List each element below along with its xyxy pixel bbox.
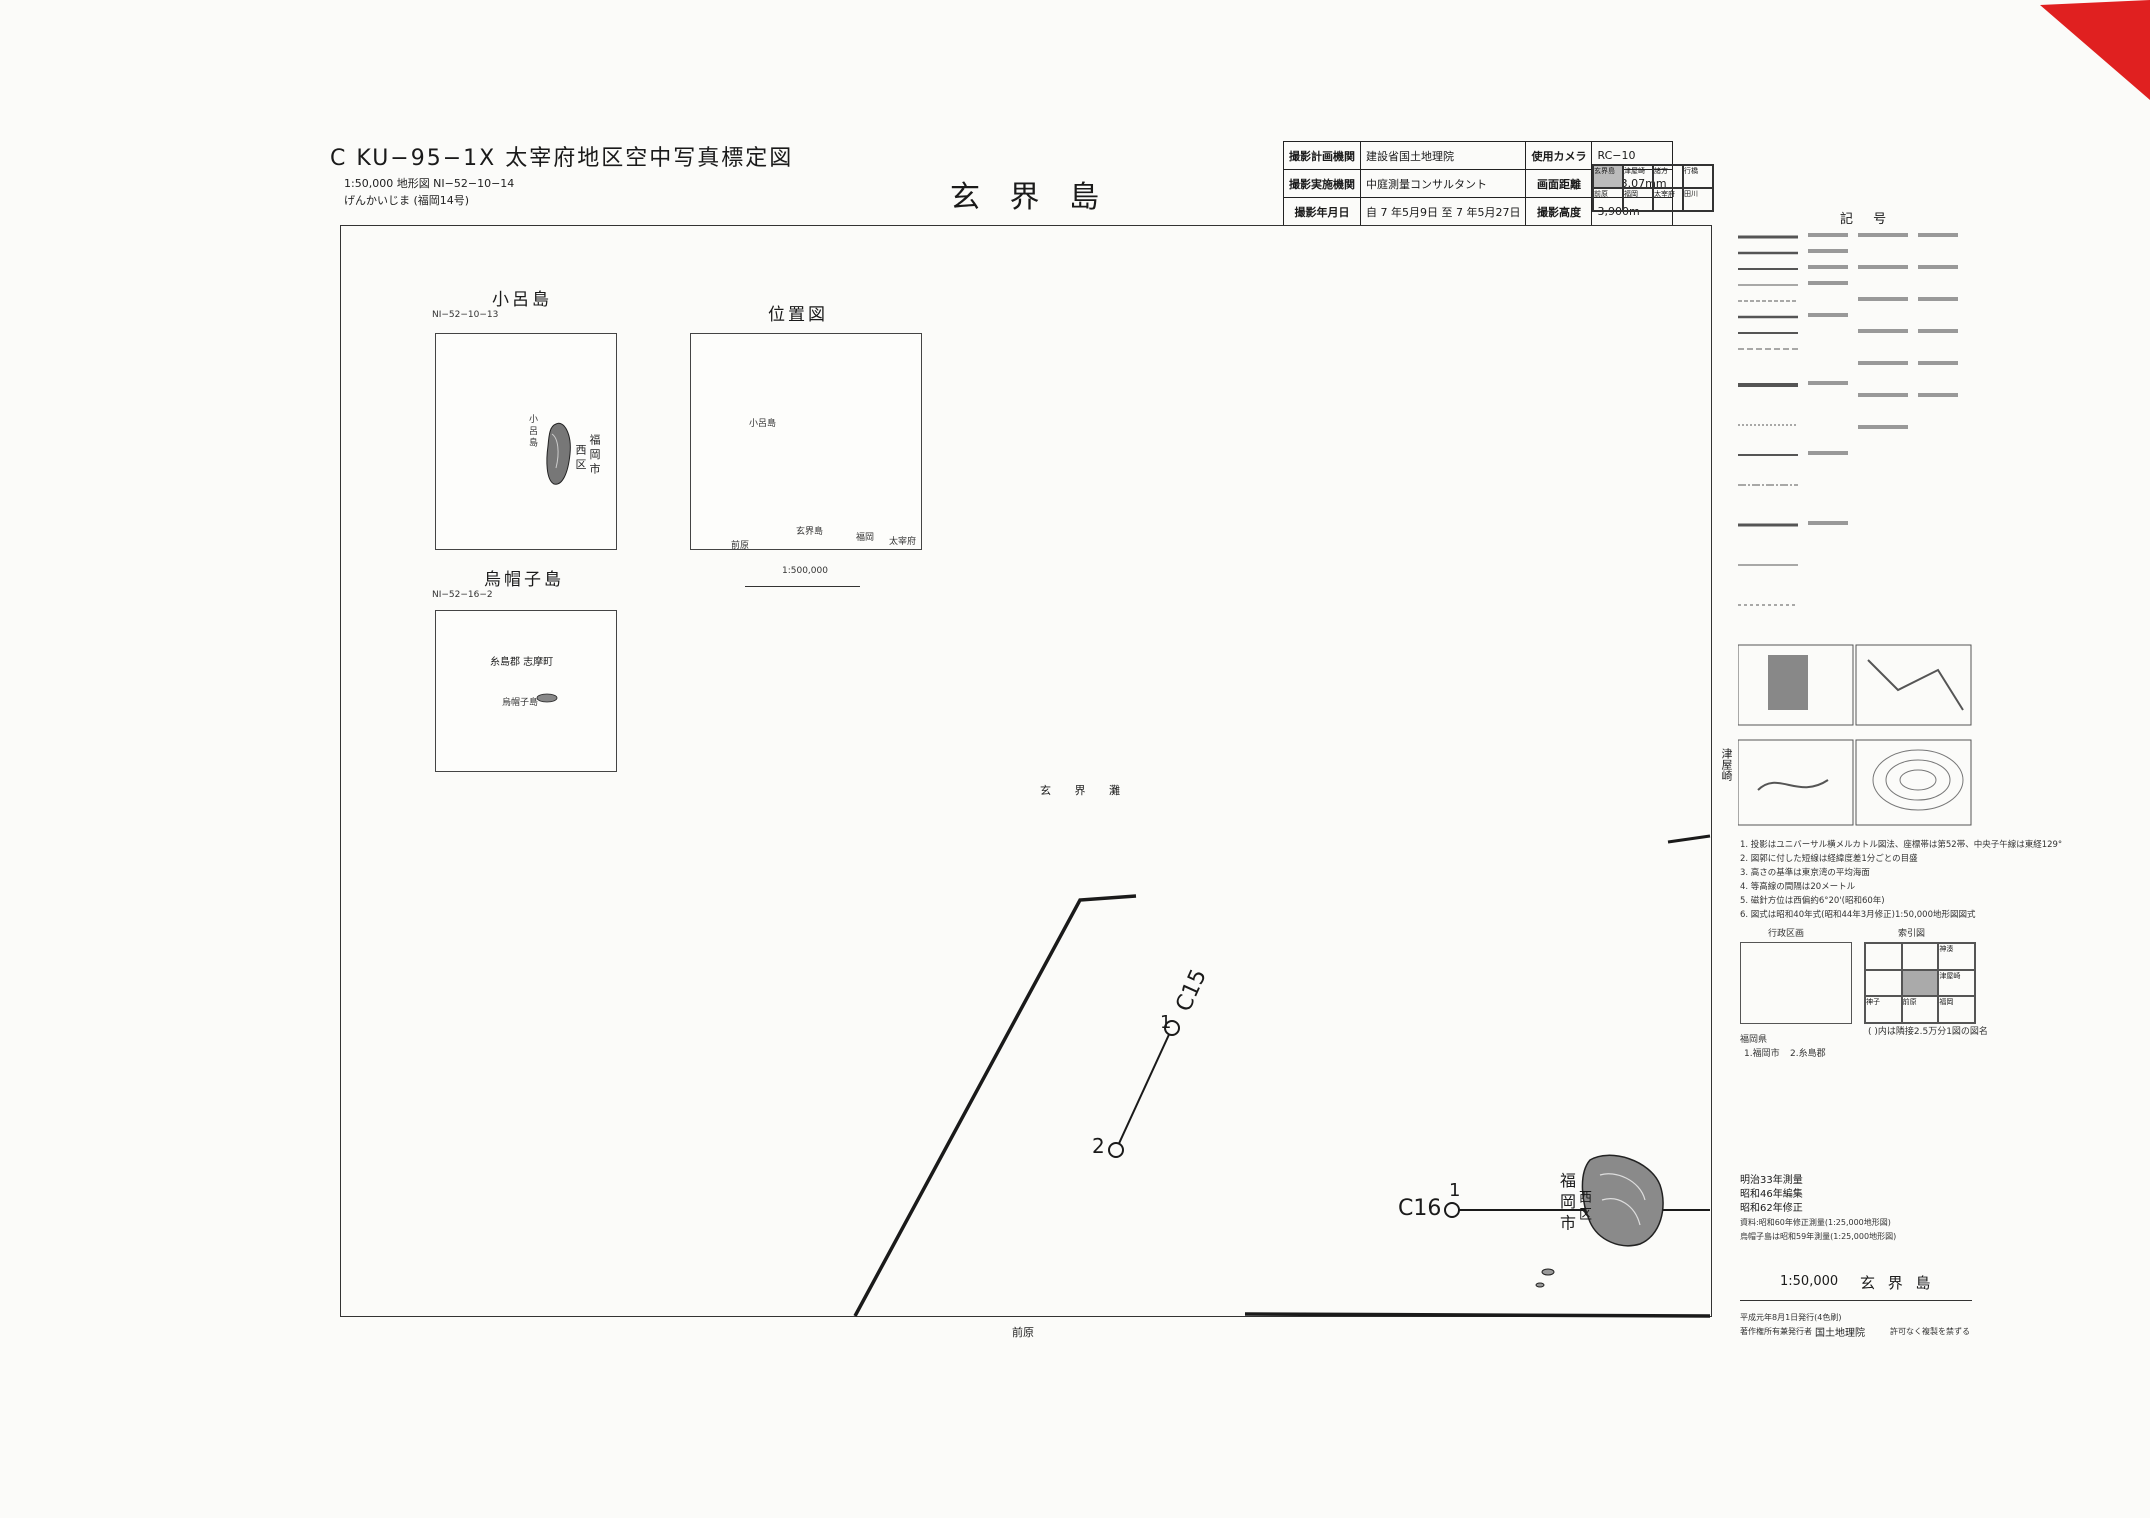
legend-symbol-table — [1738, 233, 1958, 606]
inset-location-frame: 小呂島 玄界島 前原 福岡 太宰府 — [690, 333, 922, 551]
eboshi-island-label: 烏帽子島 — [502, 698, 539, 708]
legend-note: 2. 図郭に付した短線は経緯度差1分ごとの目盛 — [1740, 854, 1918, 864]
legend-note: 6. 図式は昭和40年式(昭和44年3月修正)1:50,000地形図図式 — [1740, 910, 1976, 920]
index-note: ( )内は隣接2.5万分1図の図名 — [1868, 1027, 1988, 1037]
footer-rule: 許可なく複製を禁ずる — [1890, 1327, 1970, 1336]
legend-note: 3. 高さの基準は東京湾の平均海面 — [1740, 868, 1870, 878]
info-label: 撮影高度 — [1525, 197, 1593, 226]
adjacent-sheet-index: 玄界島 津屋崎 諸方 行橋 前原 福岡 太宰府 田川 — [1592, 164, 1714, 212]
legend-sample-maps — [1738, 644, 1972, 826]
koro-island-shape — [546, 422, 571, 485]
index-cell: 前原 — [1901, 996, 1939, 1023]
admin-name: 1.福岡市 — [1744, 1049, 1780, 1059]
inset-eboshi-title: 烏帽子島 — [484, 570, 564, 590]
location-scale-label: 1:500,000 — [782, 566, 828, 576]
footer-publisher: 国土地理院 — [1815, 1328, 1865, 1339]
index-cell: 津屋崎 — [1938, 969, 1975, 997]
koro-island-label: 小 呂 島 — [527, 414, 537, 447]
info-label: 撮影実施機関 — [1283, 169, 1361, 198]
footer-issue: 平成元年8月1日発行(4色刷) — [1740, 1313, 1842, 1322]
location-label: 太宰府 — [889, 537, 917, 547]
legend-notes: 1. 投影はユニバーサル横メルカトル図法、座標帯は第52帯、中央子午線は東経12… — [1740, 838, 2062, 922]
footer-scale: 1:50,000 — [1780, 1274, 1839, 1289]
eboshi-town-label: 糸島郡 志摩町 — [490, 657, 554, 668]
adjacent-cell: 前原 — [1593, 188, 1623, 211]
admin-name: 2.糸島郡 — [1790, 1049, 1826, 1059]
scale-line: 1:50,000 地形図 NI−52−10−14 — [344, 177, 515, 190]
city-label: 福 岡 市 — [1557, 1172, 1576, 1231]
history-line: 昭和62年修正 — [1740, 1203, 1803, 1214]
adjacent-cell: 行橋 — [1683, 165, 1713, 188]
eboshi-island-shape — [536, 693, 558, 703]
info-value: 自 7 年5月9日 至 7 年5月27日 — [1359, 197, 1527, 226]
history-note: 資料:昭和60年修正測量(1:25,000地形図) — [1740, 1218, 1891, 1227]
adjacent-cell: 太宰府 — [1653, 188, 1683, 211]
adjacent-cell: 玄界島 — [1593, 165, 1623, 188]
location-label: 福岡 — [856, 533, 875, 543]
footer-name: 玄 界 島 — [1860, 1274, 1935, 1292]
index-cell: 福岡 — [1938, 996, 1975, 1023]
inset-koro-frame: 小 呂 島 福 岡 市 西 区 — [435, 333, 617, 550]
admin-map — [1740, 942, 1852, 1024]
history-block: 明治33年測量 昭和46年編集 昭和62年修正 資料:昭和60年修正測量(1:2… — [1740, 1174, 1896, 1244]
history-line: 明治33年測量 — [1740, 1175, 1803, 1186]
ward-label: 西 区 — [1576, 1190, 1591, 1221]
admin-title: 行政区画 — [1768, 929, 1805, 939]
bottom-adjacent-label: 前原 — [1012, 1326, 1034, 1339]
legend-note: 4. 等高線の間隔は20メートル — [1740, 882, 1856, 892]
footer-scale-bar — [1740, 1296, 1972, 1301]
footer-copyright: 著作権所有兼発行者 — [1740, 1327, 1812, 1336]
adjacent-cell: 福岡 — [1623, 188, 1653, 211]
flight-line-c15-start: 1 — [1160, 1012, 1172, 1033]
adjacent-cell: 津屋崎 — [1623, 165, 1653, 188]
legend-note: 5. 磁針方位は西偏約6°20'(昭和60年) — [1740, 896, 1885, 906]
inset-koro-title: 小呂島 — [492, 290, 552, 310]
koro-ward-label: 西 区 — [574, 444, 587, 470]
index-cell: 神子 — [1865, 996, 1902, 1023]
red-corner-tab — [2040, 0, 2150, 100]
sheet-name: 玄 界 島 — [950, 180, 1110, 215]
legend-title: 記 号 — [1840, 212, 1895, 227]
admin-name: 福岡県 — [1740, 1035, 1768, 1045]
history-note: 烏帽子島は昭和59年測量(1:25,000地形図) — [1740, 1232, 1897, 1241]
reading-line: げんかいじま (福岡14号) — [344, 194, 470, 207]
history-line: 昭和46年編集 — [1740, 1189, 1803, 1200]
inset-eboshi-code: NI−52−16−2 — [432, 590, 493, 600]
photo-info-table: 撮影計画機関 建設省国土地理院 使用カメラ RC−10 撮影実施機関 中庭測量コ… — [1283, 141, 1673, 226]
inset-location-title: 位置図 — [768, 305, 828, 325]
right-adjacent-label: 津屋崎 — [1720, 748, 1733, 781]
map-frame — [340, 225, 1712, 1317]
info-value: 中庭測量コンサルタント — [1359, 169, 1527, 198]
adjacent-cell: 田川 — [1683, 188, 1713, 211]
flight-line-c15-end: 2 — [1092, 1134, 1105, 1158]
location-label: 小呂島 — [749, 419, 777, 429]
sea-label: 玄 界 灘 — [1040, 784, 1130, 797]
location-label: 玄界島 — [796, 527, 824, 537]
map-header-title: C KU−95−1X 太宰府地区空中写真標定図 — [330, 146, 794, 171]
koro-city-label: 福 岡 市 — [588, 434, 601, 474]
flight-line-c16-start: 1 — [1449, 1180, 1461, 1201]
adjacent-cell: 諸方 — [1653, 165, 1683, 188]
info-label: 使用カメラ — [1525, 141, 1593, 170]
inset-koro-code: NI−52−10−13 — [432, 310, 499, 320]
inset-eboshi-frame: 糸島郡 志摩町 烏帽子島 — [435, 610, 617, 772]
index-cell: 神湊 — [1938, 943, 1975, 970]
location-scale-bar — [745, 582, 860, 587]
index-map: 神湊 津屋崎 神子 前原 福岡 — [1864, 942, 1976, 1024]
location-label: 前原 — [731, 541, 750, 551]
index-title: 索引図 — [1898, 929, 1926, 939]
legend-note: 1. 投影はユニバーサル横メルカトル図法、座標帯は第52帯、中央子午線は東経12… — [1740, 840, 2063, 850]
flight-line-c16-label: C16 — [1398, 1196, 1442, 1221]
